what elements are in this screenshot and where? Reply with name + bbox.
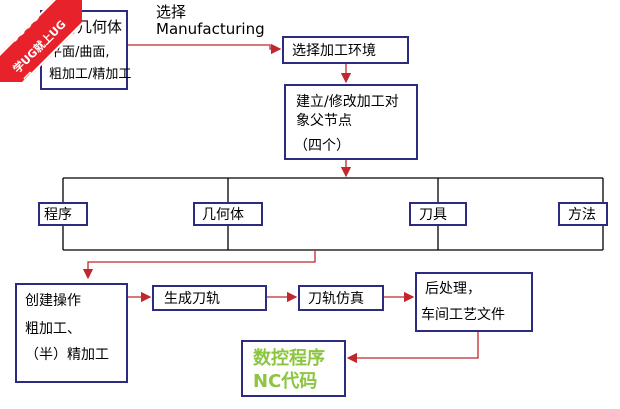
node-geometry-label: 几何体 [202, 207, 244, 223]
node-simulate: 刀轨仿真 [298, 285, 384, 311]
node-select-env-label: 选择加工环境 [292, 43, 376, 59]
node-method: 方法 [558, 202, 608, 226]
node-analyze-line2: 平面/曲面, [49, 45, 110, 60]
top-label-line1: 选择 [156, 3, 187, 21]
arrow-analyze-to-env [126, 43, 282, 55]
node-create-line1: 创建操作 [25, 293, 81, 309]
node-create-line2: 粗加工、 [25, 321, 81, 337]
node-program: 程序 [38, 202, 88, 226]
node-create: 创建操作 粗加工、 （半）精加工 [15, 283, 128, 383]
bus-lines [62, 177, 604, 251]
node-nc-line2: NC代码 [253, 371, 318, 392]
node-nc-line1: 数控程序 [253, 348, 325, 369]
watermark-ribbon: 9SUG 学UG就上UG网 [0, 0, 82, 82]
top-label-line2: Manufacturing [156, 20, 265, 38]
node-select-env: 选择加工环境 [282, 36, 409, 64]
node-post-line2: 车间工艺文件 [421, 307, 505, 323]
node-parent-line2: 象父节点 [296, 113, 352, 129]
node-method-label: 方法 [568, 207, 596, 223]
node-parent: 建立/修改加工对 象父节点 （四个） [284, 84, 418, 160]
node-gen-path-label: 生成刀轨 [164, 291, 220, 307]
node-analyze-line3: 粗加工/精加工 [49, 67, 132, 82]
node-geometry: 几何体 [193, 202, 263, 226]
node-create-line3: （半）精加工 [25, 347, 109, 363]
node-post-line1: 后处理， [425, 281, 481, 297]
arrow-bus-to-create [82, 250, 316, 280]
node-program-label: 程序 [44, 207, 72, 223]
arrow-post-to-nc [346, 332, 479, 364]
node-parent-line3: （四个） [294, 138, 350, 154]
node-tool-label: 刀具 [419, 207, 447, 223]
node-nc: 数控程序 NC代码 [241, 340, 346, 397]
node-post: 后处理， 车间工艺文件 [415, 272, 533, 332]
node-tool: 刀具 [409, 202, 467, 226]
node-gen-path: 生成刀轨 [152, 285, 267, 311]
node-simulate-label: 刀轨仿真 [308, 291, 364, 307]
node-parent-line1: 建立/修改加工对 [296, 94, 399, 110]
